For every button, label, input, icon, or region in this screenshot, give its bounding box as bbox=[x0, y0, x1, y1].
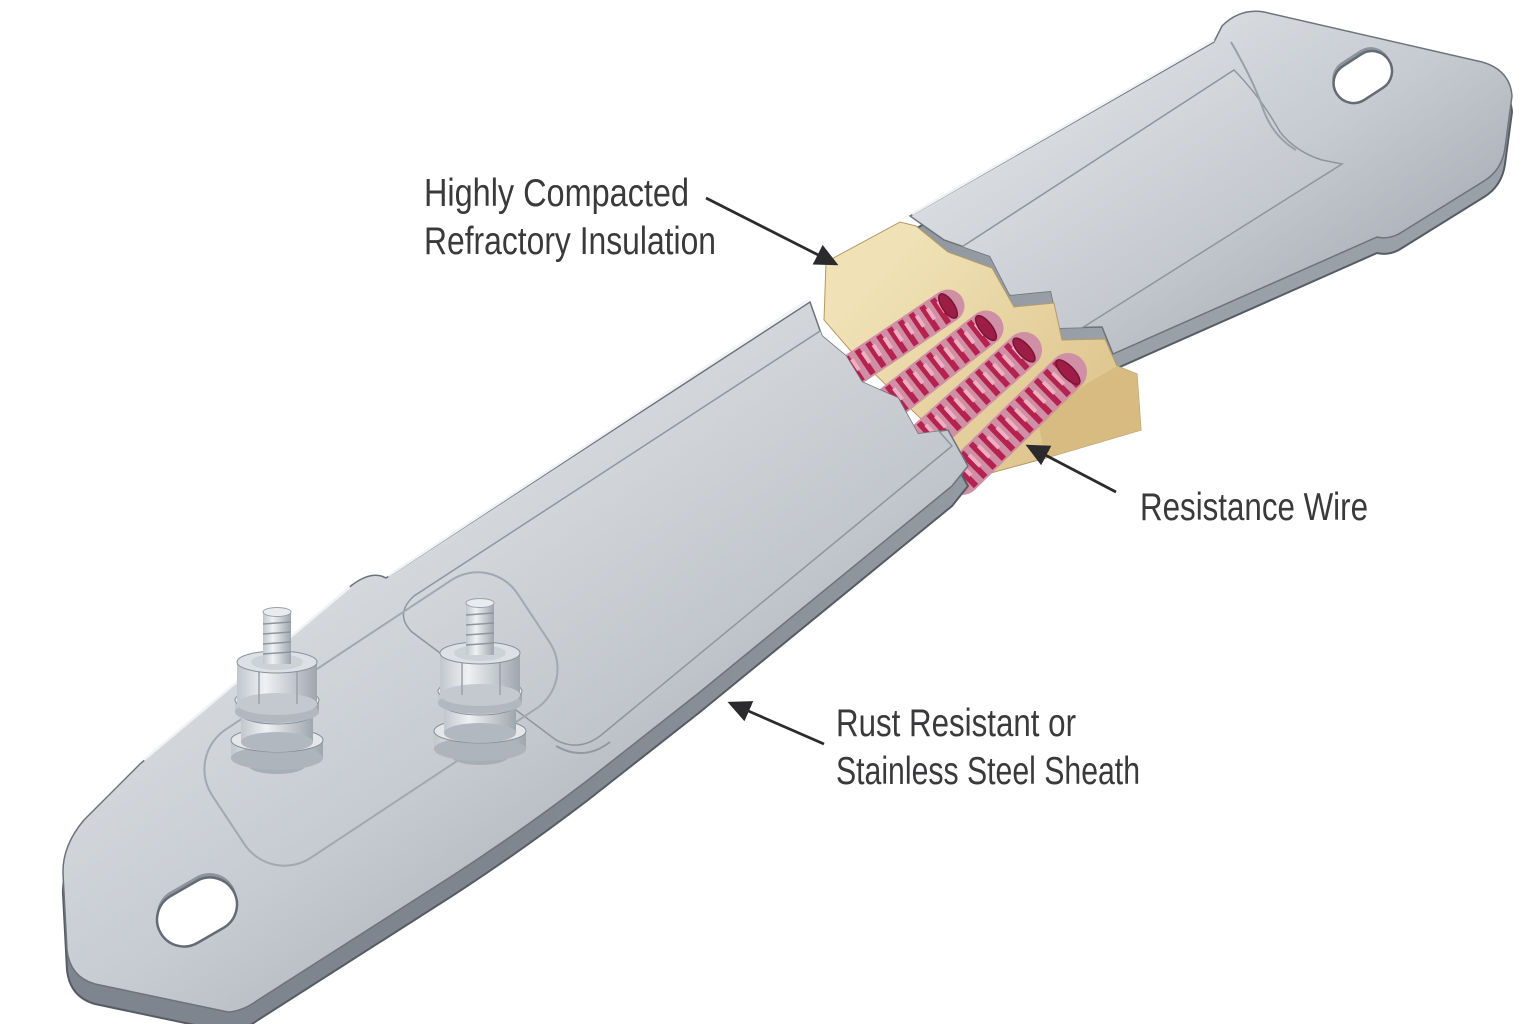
annotations: Highly Compacted Refractory Insulation R… bbox=[424, 172, 1368, 793]
resistance-wire-coil bbox=[824, 289, 965, 395]
sheath-lower-edge-highlight bbox=[387, 298, 809, 578]
insulation-label-line2: Refractory Insulation bbox=[424, 220, 716, 263]
sheath-leader-arrow bbox=[727, 701, 825, 746]
sheath-upper-edge-highlight bbox=[911, 38, 1215, 216]
insulation-label-line1: Highly Compacted bbox=[424, 172, 689, 215]
resistance-wire-leader-arrow bbox=[1025, 444, 1117, 494]
insulation-front-face bbox=[1036, 366, 1141, 458]
resistance-wire-label: Resistance Wire bbox=[1140, 486, 1368, 529]
sheath-label-line2: Stainless Steel Sheath bbox=[836, 750, 1140, 793]
sheath-upper-segment bbox=[909, 10, 1513, 371]
sheath-label-line1: Rust Resistant or bbox=[836, 702, 1076, 745]
terminal-area-crease bbox=[203, 571, 559, 867]
panel-transition-crease bbox=[555, 741, 611, 754]
insulation-leader-arrow bbox=[705, 196, 839, 266]
mounting-hole-bottom bbox=[155, 873, 239, 948]
mounting-hole-top bbox=[1332, 47, 1394, 105]
sheath-upper-raised-panel bbox=[952, 69, 1344, 339]
sheath-upper-panel-seam bbox=[1230, 41, 1297, 151]
resistance-wire-coil bbox=[943, 353, 1087, 495]
sheath-lower-raised-panel bbox=[402, 317, 954, 746]
